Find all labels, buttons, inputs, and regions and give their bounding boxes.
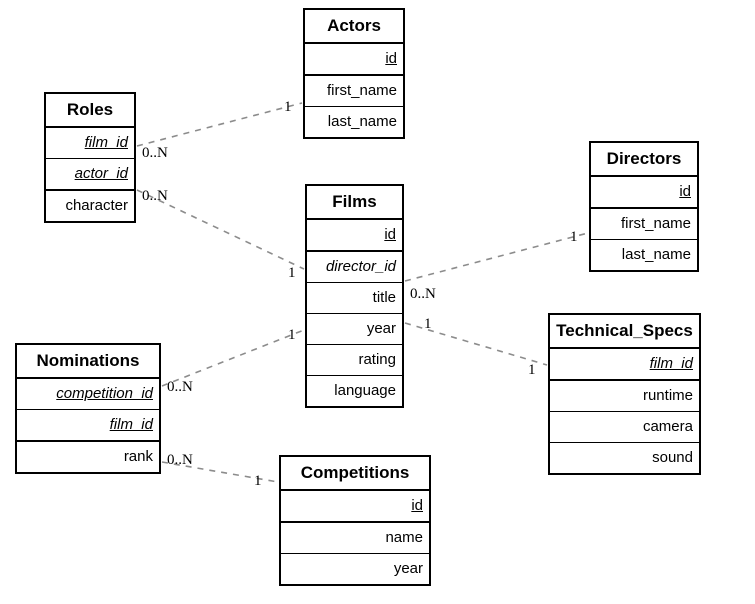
attribute-name: last_name (621, 246, 691, 263)
entity-table-actors[interactable]: Actors id first_name last_name (303, 8, 405, 139)
attribute-name: last_name (327, 113, 397, 130)
attribute-name: name (385, 529, 423, 546)
attribute-row[interactable]: character (46, 191, 134, 221)
entity-title: Directors (591, 143, 697, 177)
attribute-row[interactable]: year (307, 314, 402, 345)
attribute-row[interactable]: title (307, 283, 402, 314)
attribute-row[interactable]: language (307, 376, 402, 406)
attribute-name: director_id (325, 258, 396, 275)
attribute-name: film_id (84, 134, 128, 151)
entity-title: Technical_Specs (550, 315, 699, 349)
attribute-name: rank (123, 448, 153, 465)
attribute-row[interactable]: film_id (550, 349, 699, 381)
attribute-name: competition_id (56, 385, 153, 402)
entity-title: Competitions (281, 457, 429, 491)
cardinality-label: 1 (424, 316, 432, 332)
attribute-row[interactable]: sound (550, 443, 699, 473)
cardinality-label: 0..N (167, 452, 193, 468)
attribute-name: runtime (642, 387, 693, 404)
attribute-name: actor_id (74, 165, 128, 182)
attribute-row[interactable]: competition_id (17, 379, 159, 410)
relationship-edge (404, 232, 589, 282)
cardinality-label: 1 (570, 229, 578, 245)
entity-table-roles[interactable]: Roles film_id actor_id character (44, 92, 136, 223)
attribute-row[interactable]: first_name (591, 209, 697, 240)
attribute-row[interactable]: last_name (591, 240, 697, 270)
attribute-name: id (411, 497, 423, 514)
attribute-name: id (679, 183, 691, 200)
attribute-name: first_name (326, 82, 397, 99)
relationship-edge (161, 329, 305, 387)
attribute-name: rating (358, 351, 396, 368)
cardinality-label: 0..N (142, 188, 168, 204)
attribute-row[interactable]: runtime (550, 381, 699, 412)
attribute-row[interactable]: director_id (307, 252, 402, 283)
attribute-row[interactable]: id (305, 44, 403, 76)
attribute-name: language (334, 382, 396, 399)
attribute-row[interactable]: id (281, 491, 429, 523)
attribute-name: id (384, 226, 396, 243)
cardinality-label: 1 (284, 99, 292, 115)
cardinality-label: 1 (528, 362, 536, 378)
attribute-row[interactable]: id (307, 220, 402, 252)
cardinality-label: 1 (288, 265, 296, 281)
entity-title: Films (307, 186, 402, 220)
attribute-name: year (366, 320, 396, 337)
attribute-row[interactable]: film_id (46, 128, 134, 159)
attribute-name: sound (652, 449, 693, 466)
attribute-name: camera (642, 418, 693, 435)
attribute-name: character (65, 197, 128, 214)
attribute-row[interactable]: camera (550, 412, 699, 443)
attribute-row[interactable]: rank (17, 442, 159, 472)
attribute-name: film_id (109, 416, 153, 433)
attribute-row[interactable]: rating (307, 345, 402, 376)
attribute-name: year (393, 560, 423, 577)
attribute-row[interactable]: name (281, 523, 429, 554)
cardinality-label: 1 (288, 327, 296, 343)
entity-title: Roles (46, 94, 134, 128)
entity-table-directors[interactable]: Directors id first_name last_name (589, 141, 699, 272)
attribute-row[interactable]: last_name (305, 107, 403, 137)
cardinality-label: 0..N (142, 145, 168, 161)
attribute-name: first_name (620, 215, 691, 232)
attribute-row[interactable]: actor_id (46, 159, 134, 191)
cardinality-label: 0..N (167, 379, 193, 395)
entity-table-competitions[interactable]: Competitions id name year (279, 455, 431, 586)
attribute-row[interactable]: id (591, 177, 697, 209)
entity-title: Actors (305, 10, 403, 44)
attribute-row[interactable]: year (281, 554, 429, 584)
cardinality-label: 1 (254, 473, 262, 489)
attribute-name: title (372, 289, 396, 306)
attribute-row[interactable]: first_name (305, 76, 403, 107)
attribute-row[interactable]: film_id (17, 410, 159, 442)
relationship-edge (136, 102, 303, 147)
attribute-name: film_id (649, 355, 693, 372)
attribute-name: id (385, 50, 397, 67)
entity-title: Nominations (17, 345, 159, 379)
cardinality-label: 0..N (410, 286, 436, 302)
